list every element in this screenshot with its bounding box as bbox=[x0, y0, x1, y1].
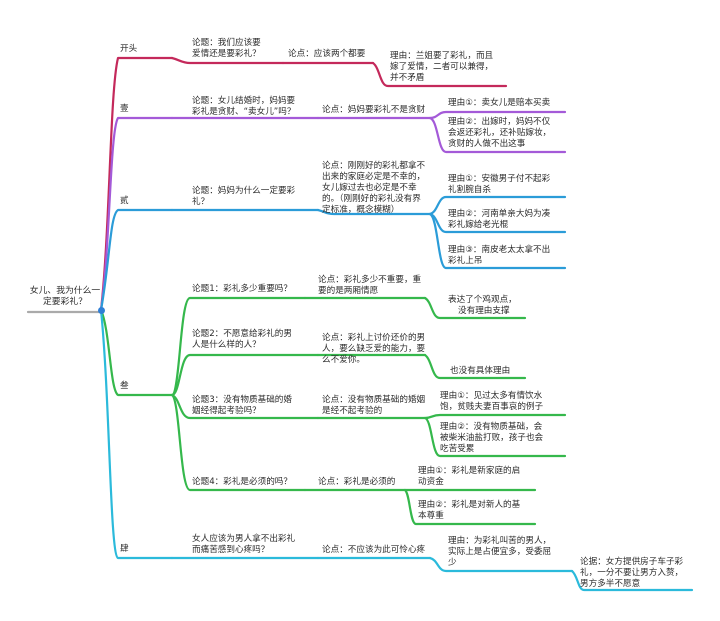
branch-si-label: 肆 bbox=[120, 544, 129, 554]
san-reason4a-line1: 理由①：彩礼是新家庭的启 bbox=[418, 466, 521, 476]
si-topic-line1: 女人应该为男人拿不出彩礼 bbox=[192, 534, 296, 544]
yi-reason2-line3: 贪财的人做不出这事 bbox=[448, 139, 526, 149]
branch-kaitou-label: 开头 bbox=[120, 44, 138, 54]
san-reason3b-line2: 被柴米油盐打败，孩子也会 bbox=[440, 433, 544, 443]
si-evidence-line2: 礼，一分不要让男方入赘， bbox=[580, 568, 684, 578]
si-point: 论点：不应该为此可怜心疼 bbox=[322, 545, 426, 555]
si-reason-line2: 实际上是占便宜多，受委屈 bbox=[448, 547, 552, 557]
san-reason4b-line1: 理由②：彩礼是对新人的基 bbox=[418, 500, 521, 510]
san-point1-line1: 论点：彩礼多少不重要，重 bbox=[318, 275, 422, 285]
er-reason1-line1: 理由①：安徽男子付不起彩 bbox=[448, 174, 551, 184]
san-reason3a-line2: 饱，贫贱夫妻百事哀的例子 bbox=[440, 402, 544, 412]
san-note2: 也没有具体理由 bbox=[450, 366, 511, 376]
er-point-line2: 出来的家庭必定是不幸的， bbox=[322, 172, 426, 182]
branch-san-label: 叁 bbox=[120, 381, 129, 391]
san-note1-line2: 没有理由支撑 bbox=[458, 306, 510, 316]
er-topic-line2: 礼？ bbox=[192, 197, 210, 207]
branch-yi-label: 壹 bbox=[120, 104, 129, 114]
yi-topic-line1: 论题：女儿结婚时，妈妈要 bbox=[192, 96, 296, 106]
san-note1-line1: 表达了个鸡观点， bbox=[448, 295, 517, 305]
er-point-line1: 论点：刚刚好的彩礼都拿不 bbox=[322, 161, 426, 171]
branch-er-lines bbox=[99, 195, 567, 312]
san-point2-line3: 么不爱你。 bbox=[322, 355, 365, 365]
si-evidence-line3: 男方多半不愿意 bbox=[580, 579, 641, 589]
er-reason3-line1: 理由③：南皮老太太拿不出 bbox=[448, 245, 551, 255]
er-point-line4: 的。（刚刚好的彩礼没有界 bbox=[322, 194, 421, 204]
er-reason3-line2: 彩礼上吊 bbox=[448, 256, 483, 266]
branch-si-lines bbox=[99, 308, 694, 592]
san-point3-line1: 论点：没有物质基础的婚姻 bbox=[322, 395, 426, 405]
kaitou-topic-line1: 论题：我们应该要 bbox=[192, 38, 261, 48]
san-topic3-line2: 姻经得起考验吗？ bbox=[192, 406, 261, 416]
san-reason4a-line2: 动资金 bbox=[418, 477, 444, 487]
san-reason4b-line2: 本尊重 bbox=[418, 511, 444, 521]
er-reason2-line1: 理由②：河南单亲大妈为凑 bbox=[448, 209, 551, 219]
er-reason2-line2: 彩礼嫁给老光棍 bbox=[448, 220, 509, 230]
san-topic2-line1: 论题2：不愿意给彩礼的男 bbox=[192, 329, 292, 339]
san-reason3b-line3: 吃苦受累 bbox=[440, 444, 475, 454]
si-reason-line1: 理由：为彩礼叫苦的男人， bbox=[448, 536, 552, 546]
si-reason-line3: 少 bbox=[448, 558, 457, 568]
yi-topic-line2: 彩礼是贪财、“卖女儿”吗？ bbox=[192, 107, 296, 117]
root-topic: 女儿、我为什么一定要彩礼？ bbox=[29, 286, 101, 307]
san-reason3a-line1: 理由①：见过太多有情饮水 bbox=[440, 391, 543, 401]
san-point2-line2: 人，要么缺乏爱的能力，要 bbox=[322, 344, 426, 354]
yi-reason2-line2: 会返还彩礼，还补贴嫁妆， bbox=[448, 128, 552, 138]
branch-er-label: 贰 bbox=[120, 196, 129, 206]
er-point-line5: 定标准，概念模糊） bbox=[322, 205, 400, 215]
san-topic4: 论题4：彩礼是必须的吗？ bbox=[192, 477, 292, 487]
er-reason1-line2: 礼割腕自杀 bbox=[448, 185, 491, 195]
yi-reason1: 理由①：卖女儿是赔本买卖 bbox=[448, 98, 551, 108]
san-topic2-line2: 人是什么样的人？ bbox=[192, 340, 261, 350]
branch-san-lines bbox=[99, 296, 567, 526]
kaitou-reason-line3: 并不矛盾 bbox=[390, 73, 425, 83]
san-reason3b-line1: 理由②：没有物质基础，会 bbox=[440, 422, 543, 432]
yi-point: 论点：妈妈要彩礼不是贪财 bbox=[322, 105, 426, 115]
san-topic3-line1: 论题3：没有物质基础的婚 bbox=[192, 395, 292, 405]
branch-kaitou-lines bbox=[99, 56, 508, 312]
kaitou-topic-line2: 爱情还是要彩礼？ bbox=[192, 49, 261, 59]
san-topic1: 论题1：彩礼多少重要吗？ bbox=[192, 284, 292, 294]
kaitou-reason-line2: 嫁了爱情，二者可以兼得， bbox=[390, 62, 494, 72]
san-point3-line2: 是经不起考验的 bbox=[322, 406, 383, 416]
san-point4: 论点：彩礼是必须的 bbox=[318, 477, 396, 487]
root-node-dot bbox=[98, 307, 105, 314]
kaitou-reason-line1: 理由：兰姐要了彩礼，而且 bbox=[390, 51, 494, 61]
er-topic-line1: 论题：妈妈为什么一定要彩 bbox=[192, 186, 296, 196]
er-point-line3: 女儿嫁过去也必定是不幸 bbox=[322, 183, 417, 193]
san-point1-line2: 要的是两厢情愿 bbox=[318, 286, 379, 296]
si-evidence-line1: 论据：女方提供房子车子彩 bbox=[580, 557, 684, 567]
yi-reason2-line1: 理由②：出嫁时，妈妈不仅 bbox=[448, 117, 551, 127]
kaitou-point: 论点：应该两个都要 bbox=[288, 49, 366, 59]
si-topic-line2: 而痛苦感到心疼吗？ bbox=[192, 545, 270, 555]
san-point2-line1: 论点：彩礼上讨价还价的男 bbox=[322, 333, 426, 343]
